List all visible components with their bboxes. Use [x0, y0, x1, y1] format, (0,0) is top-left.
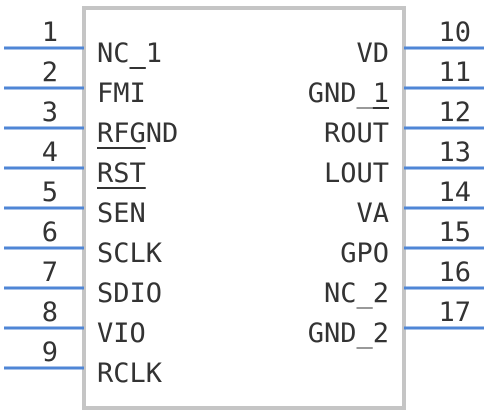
pin-number: 13 [438, 137, 471, 168]
pin-label: VD [356, 38, 389, 69]
pin-label: VIO [97, 318, 146, 349]
pin-label: RST [97, 158, 146, 189]
pin-number: 10 [438, 17, 471, 48]
pin-number: 14 [438, 177, 471, 208]
pin-label: SEN [97, 198, 146, 229]
pin-label: GND_1 [308, 78, 389, 109]
pin-label: GPO [340, 238, 389, 269]
pin-number: 9 [42, 337, 58, 368]
pin-label: NC_2 [324, 278, 389, 309]
pin-number: 16 [438, 257, 471, 288]
pin-number: 12 [438, 97, 471, 128]
pin-number: 2 [42, 57, 58, 88]
pin-label: SDIO [97, 278, 162, 309]
pin-label: GND_2 [308, 318, 389, 349]
pin-label: RCLK [97, 358, 163, 389]
pin-number: 5 [42, 177, 58, 208]
pin-label: RFGND [97, 118, 178, 149]
pin-number: 3 [42, 97, 58, 128]
left-pin-group: 1NC_12FMI3RFGND4RST5SEN6SCLK7SDIO8VIO9RC… [4, 17, 178, 389]
component-body [82, 6, 406, 410]
pin-number: 17 [438, 297, 471, 328]
right-pin-group: 10VD11GND_112ROUT13LOUT14VA15GPO16NC_217… [308, 17, 484, 349]
pin-number: 11 [438, 57, 471, 88]
pin-label: ROUT [324, 118, 389, 149]
pin-number: 15 [438, 217, 471, 248]
pin-number: 4 [42, 137, 58, 168]
pin-label: FMI [97, 78, 146, 109]
pin-number: 8 [42, 297, 58, 328]
pin-number: 1 [42, 17, 58, 48]
pin-label: NC_1 [97, 38, 162, 69]
pin-number: 6 [42, 217, 58, 248]
pin-1: 1NC_1 [4, 17, 162, 69]
pin-label: VA [356, 198, 389, 229]
pin-label: SCLK [97, 238, 163, 269]
pin-number: 7 [42, 257, 58, 288]
pin-label: LOUT [324, 158, 389, 189]
